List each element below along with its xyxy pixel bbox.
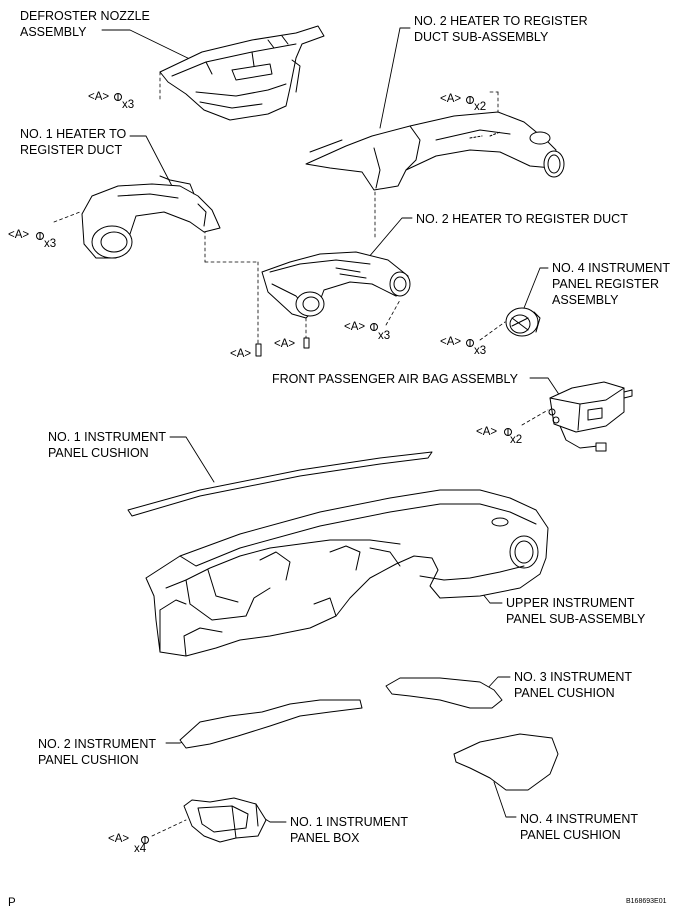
- no4-instrument-panel-register: [505, 307, 541, 337]
- clip-airbag: [504, 428, 512, 436]
- label-line: NO. 2 HEATER TO REGISTER: [414, 14, 588, 28]
- clip-label-register: <A>: [440, 336, 462, 348]
- clip-label-defroster: <A>: [88, 91, 110, 103]
- no3-instrument-panel-cushion: [385, 677, 503, 709]
- label-defroster-nozzle: DEFROSTER NOZZLE ASSEMBLY: [20, 8, 150, 40]
- clip-label-airbag: <A>: [476, 426, 498, 438]
- label-no1-instrument-panel-box: NO. 1 INSTRUMENT PANEL BOX: [290, 814, 408, 846]
- label-no2-heater-register-duct-sub: NO. 2 HEATER TO REGISTER DUCT SUB-ASSEMB…: [414, 13, 588, 45]
- no1-instrument-panel-box: [183, 797, 267, 843]
- label-line: REGISTER DUCT: [20, 143, 123, 157]
- no1-instrument-panel-cushion: [127, 451, 433, 517]
- clip-qty-no2-sub: x2: [474, 101, 487, 113]
- no4-instrument-panel-cushion: [453, 733, 559, 791]
- no1-heater-register-duct: [81, 175, 221, 259]
- label-line: PANEL CUSHION: [514, 686, 615, 700]
- label-line: DUCT SUB-ASSEMBLY: [414, 30, 549, 44]
- clip-qty-airbag: x2: [510, 434, 523, 446]
- clip-qty-register: x3: [474, 345, 487, 357]
- clip-no2-sub: [466, 96, 474, 104]
- label-front-passenger-air-bag: FRONT PASSENGER AIR BAG ASSEMBLY: [272, 371, 518, 387]
- label-no2-instrument-panel-cushion: NO. 2 INSTRUMENT PANEL CUSHION: [38, 736, 156, 768]
- clip-qty-no1-duct: x3: [44, 238, 57, 250]
- label-no4-instrument-panel-register: NO. 4 INSTRUMENT PANEL REGISTER ASSEMBLY: [552, 260, 670, 308]
- clip-label-no2-duct: <A>: [344, 321, 366, 333]
- clip-qty-no2-duct: x3: [378, 330, 391, 342]
- alignment-dashes: [53, 71, 549, 837]
- no2-heater-register-duct: [261, 251, 411, 319]
- clip-label-no2-sub: <A>: [440, 93, 462, 105]
- label-line: FRONT PASSENGER AIR BAG ASSEMBLY: [272, 372, 518, 386]
- label-line: NO. 3 INSTRUMENT: [514, 670, 633, 684]
- label-line: NO. 2 INSTRUMENT: [38, 737, 157, 751]
- clip-defroster: [114, 93, 122, 101]
- label-line: NO. 1 INSTRUMENT: [48, 430, 167, 444]
- label-line: PANEL CUSHION: [48, 446, 149, 460]
- label-line: PANEL CUSHION: [520, 828, 621, 842]
- label-line: UPPER INSTRUMENT: [506, 596, 635, 610]
- front-passenger-air-bag: [548, 381, 633, 452]
- label-line: ASSEMBLY: [20, 25, 87, 39]
- label-line: NO. 1 INSTRUMENT: [290, 815, 409, 829]
- label-line: DEFROSTER NOZZLE: [20, 9, 150, 23]
- label-line: PANEL CUSHION: [38, 753, 139, 767]
- label-line: PANEL REGISTER: [552, 277, 659, 291]
- no2-instrument-panel-cushion: [179, 699, 363, 749]
- clip-register: [466, 339, 474, 347]
- clip-upper-mid: [303, 337, 310, 349]
- corner-mark: P: [8, 897, 16, 909]
- label-line: NO. 2 HEATER TO REGISTER DUCT: [416, 212, 628, 226]
- figure-id: B168693E01: [626, 898, 667, 905]
- label-line: ASSEMBLY: [552, 293, 619, 307]
- clip-label-upper-mid: <A>: [274, 338, 296, 350]
- label-line: NO. 4 INSTRUMENT: [552, 261, 671, 275]
- label-no1-heater-register-duct: NO. 1 HEATER TO REGISTER DUCT: [20, 126, 126, 158]
- clip-label-no1-duct: <A>: [8, 229, 30, 241]
- label-no2-heater-register-duct: NO. 2 HEATER TO REGISTER DUCT: [416, 211, 628, 227]
- clip-label-box: <A>: [108, 833, 130, 845]
- label-line: PANEL BOX: [290, 831, 360, 845]
- label-line: NO. 4 INSTRUMENT: [520, 812, 639, 826]
- clip-no1-duct: [36, 232, 44, 240]
- label-no1-instrument-panel-cushion: NO. 1 INSTRUMENT PANEL CUSHION: [48, 429, 166, 461]
- no2-heater-register-duct-sub-assembly: [305, 111, 565, 191]
- upper-instrument-panel-sub-assembly: [145, 489, 549, 657]
- leader-lines: [101, 27, 561, 823]
- clip-no2-duct: [370, 323, 378, 331]
- clip-box: [141, 836, 149, 844]
- label-line: PANEL SUB-ASSEMBLY: [506, 612, 646, 626]
- label-line: NO. 1 HEATER TO: [20, 127, 127, 141]
- clip-qty-defroster: x3: [122, 99, 135, 111]
- clip-qty-box: x4: [134, 843, 147, 855]
- clip-upper-left: [255, 343, 262, 357]
- label-upper-instrument-panel: UPPER INSTRUMENT PANEL SUB-ASSEMBLY: [506, 595, 645, 627]
- clip-label-upper-left: <A>: [230, 348, 252, 360]
- label-no3-instrument-panel-cushion: NO. 3 INSTRUMENT PANEL CUSHION: [514, 669, 632, 701]
- clip-screws: [36, 93, 512, 844]
- defroster-nozzle-assembly: [159, 25, 325, 121]
- label-no4-instrument-panel-cushion: NO. 4 INSTRUMENT PANEL CUSHION: [520, 811, 638, 843]
